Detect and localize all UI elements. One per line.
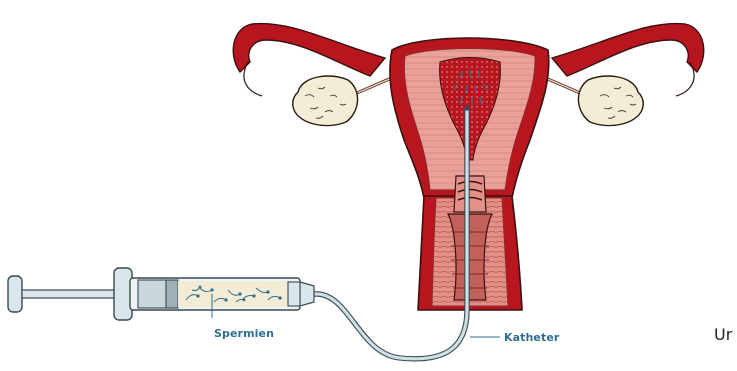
syringe — [8, 268, 314, 320]
ovary-left — [293, 76, 358, 126]
cut-off-text: Ur — [714, 325, 732, 344]
cervix-vagina — [418, 176, 522, 310]
sperm-label: Spermien — [214, 327, 274, 340]
ovary-right — [578, 76, 643, 126]
catheter-label: Katheter — [504, 331, 559, 344]
